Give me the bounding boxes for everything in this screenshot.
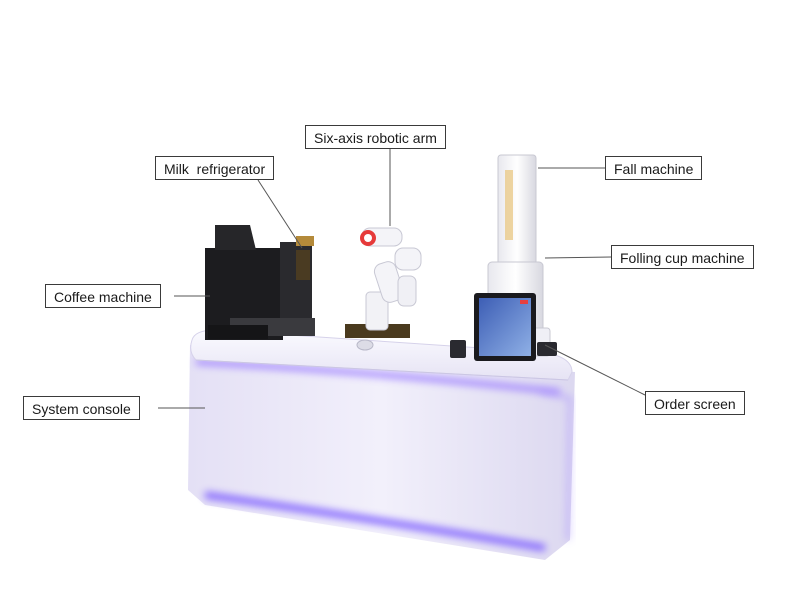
- leader-line-order: [544, 344, 646, 396]
- label-falling-cup-machine: Folling cup machine: [611, 245, 754, 269]
- leader-lines: [158, 149, 646, 409]
- leader-line-cup: [544, 256, 612, 259]
- countertop: [190, 329, 573, 381]
- label-milk-refrigerator: Milk refrigerator: [155, 156, 275, 180]
- label-order-screen: Order screen: [645, 391, 745, 415]
- label-robotic-arm: Six-axis robotic arm: [305, 125, 446, 149]
- system-console-body: [188, 345, 575, 560]
- leader-line-milk: [257, 179, 303, 249]
- label-fall-machine: Fall machine: [605, 156, 703, 180]
- robotic-arm: [345, 227, 422, 351]
- label-system-console: System console: [23, 396, 140, 420]
- label-coffee-machine: Coffee machine: [45, 284, 161, 308]
- order-screen-device: [450, 293, 557, 361]
- coffee-machine: [205, 225, 315, 340]
- milk-refrigerator-unit: [296, 236, 314, 246]
